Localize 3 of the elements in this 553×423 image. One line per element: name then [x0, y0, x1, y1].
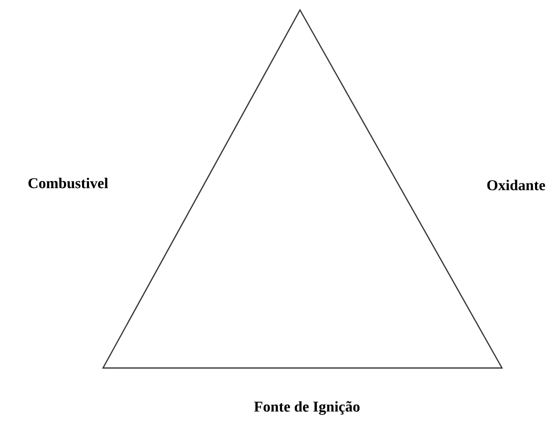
side-label: Combustivel [28, 178, 108, 188]
side-label: Fonte de Ignição [254, 401, 360, 415]
side-label: Oxidante [487, 180, 546, 190]
